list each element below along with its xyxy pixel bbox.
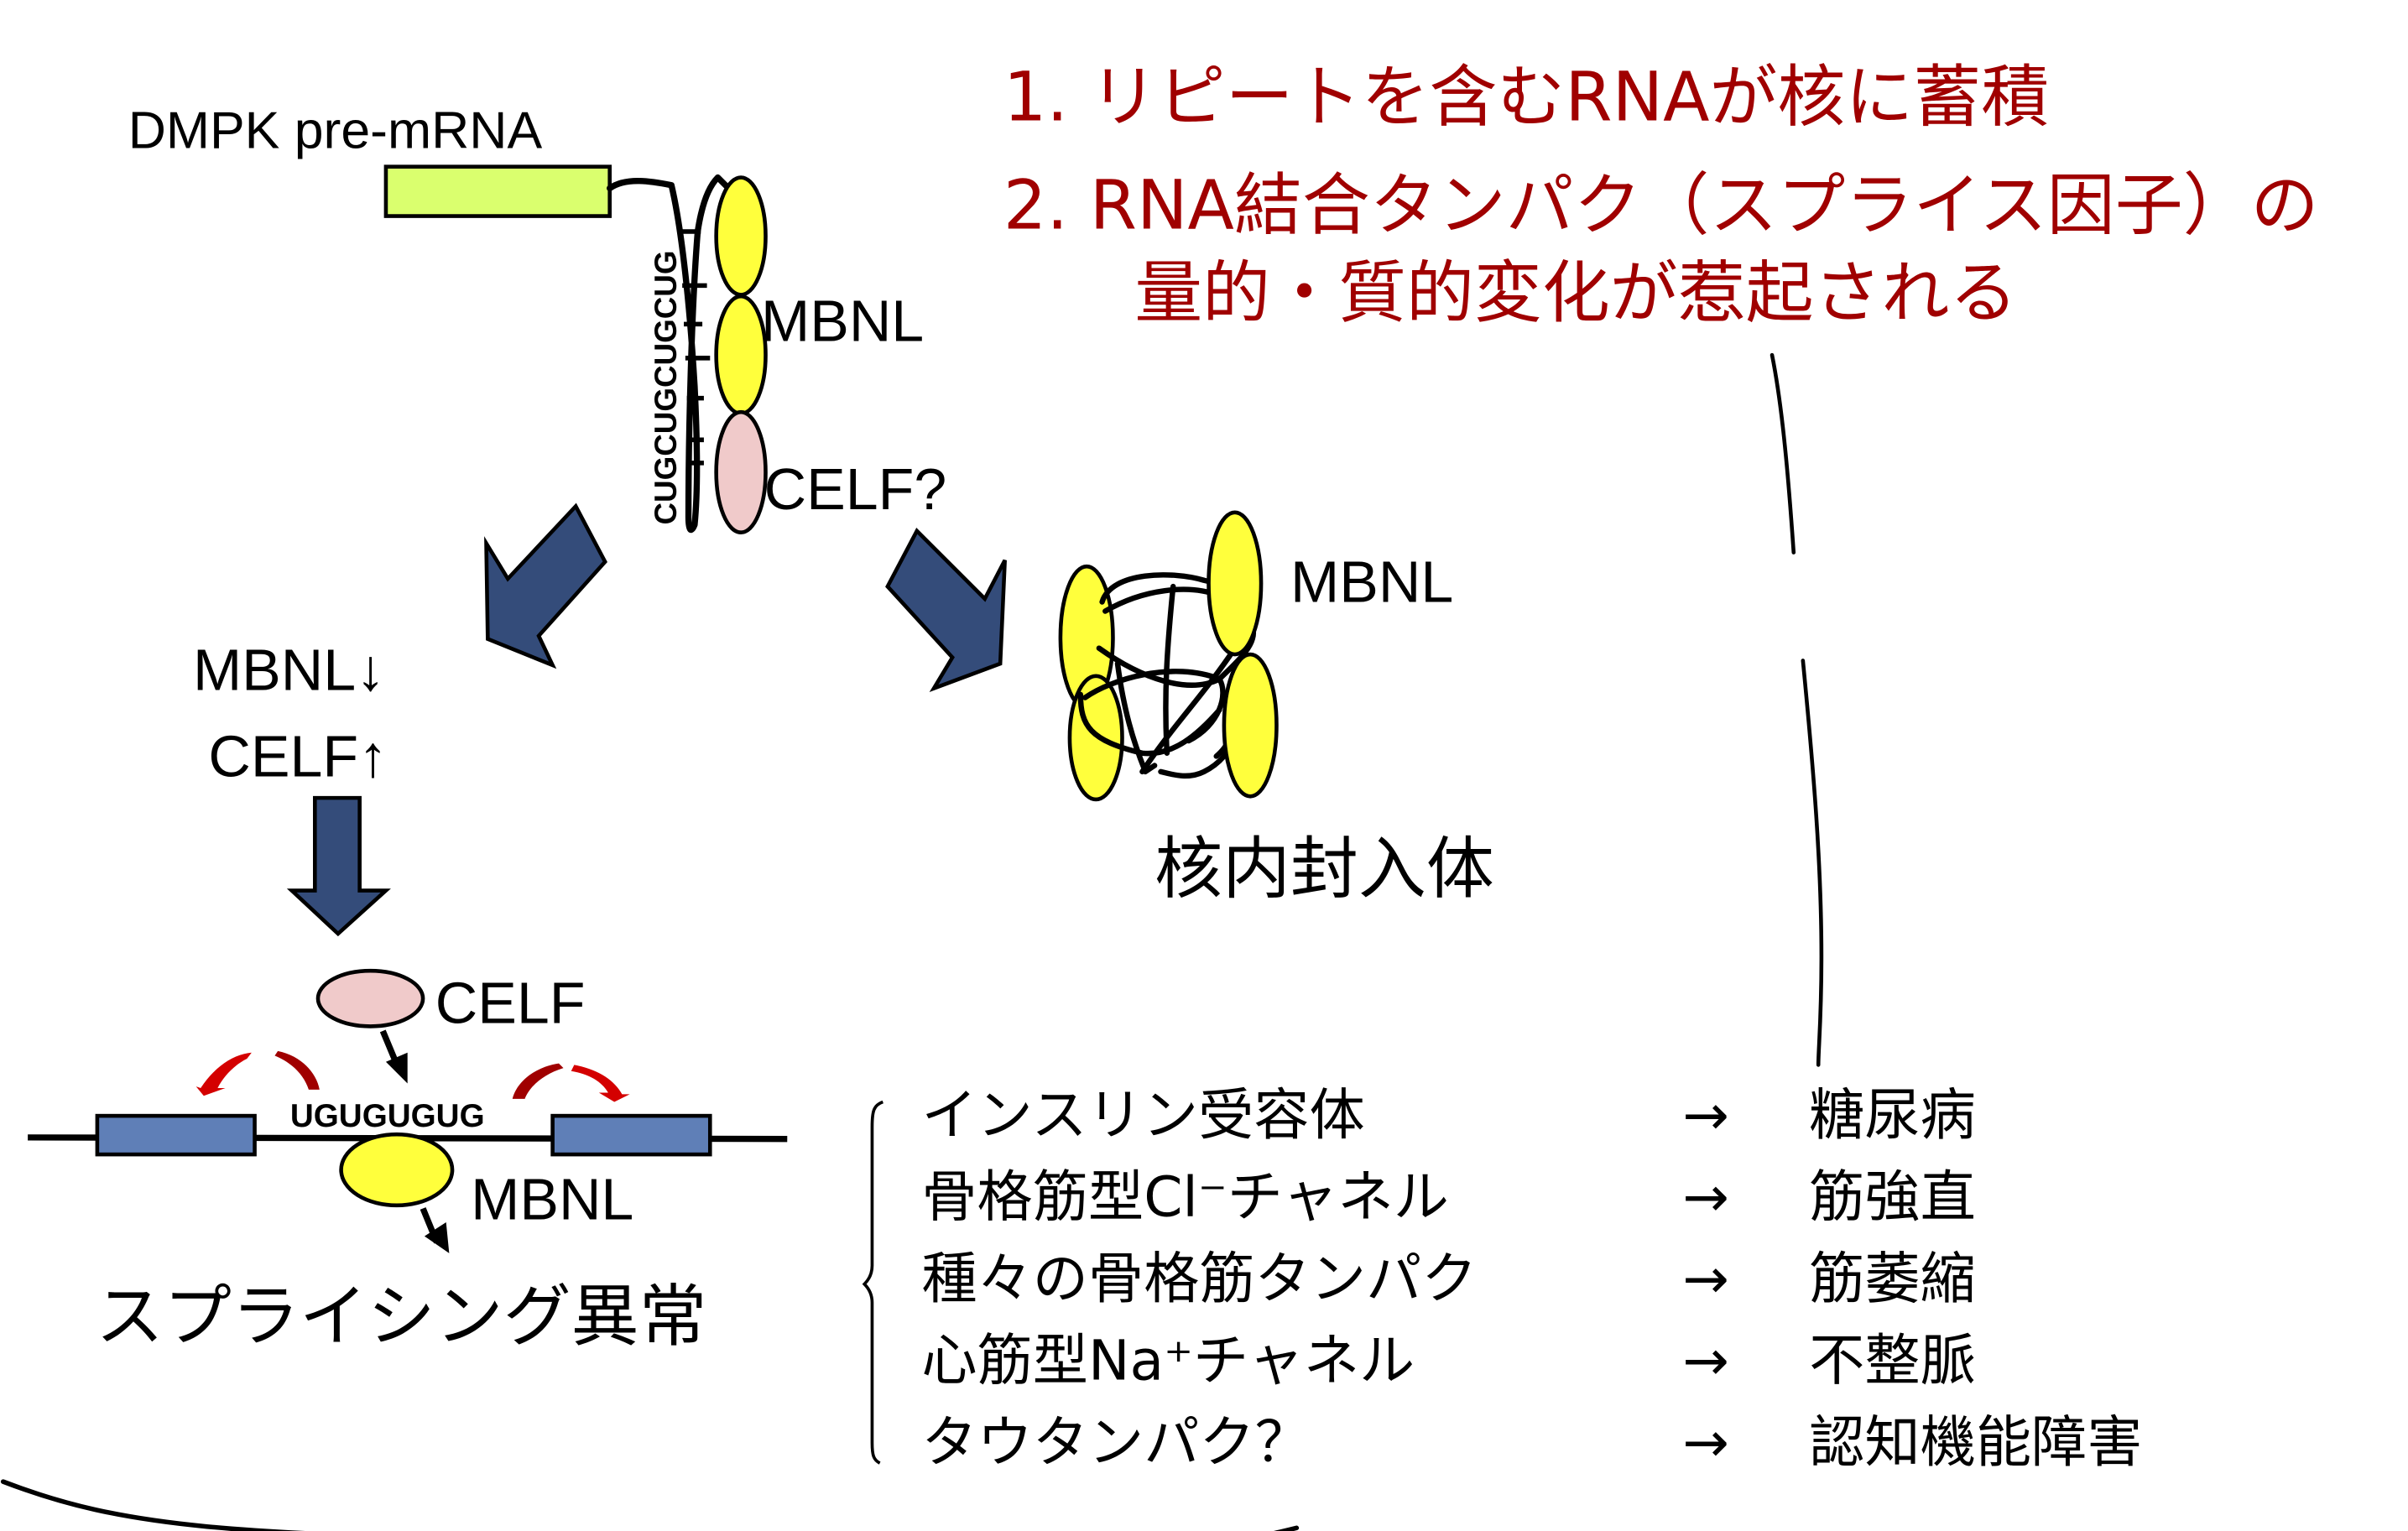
celf-increase-label: CELF↑ — [208, 723, 388, 789]
celf-protein-splice — [315, 968, 425, 1028]
header-points: 1. リピートを含むRNAが核に蓄積 2. RNA結合タンパク（スプライス因子）… — [1003, 58, 2319, 333]
premrna-label: DMPK pre-mRNA — [128, 102, 543, 160]
consequence-disease: 筋強直 — [1809, 1165, 1976, 1230]
consequence-arrow: → — [1682, 1329, 1728, 1393]
consequence-disease: 筋萎縮 — [1809, 1247, 1976, 1311]
divider-bottom-right — [1273, 1525, 1300, 1531]
hairpin-strand — [607, 174, 732, 534]
celf-action-arrowhead — [385, 1052, 408, 1084]
mbnl-label: MBNL — [761, 289, 924, 354]
divider-bottom-left — [0, 1479, 305, 1531]
intron-sequence: UGUGUGUG — [290, 1098, 485, 1134]
celf-protein — [714, 409, 768, 535]
premrna-hairpin: DMPK pre-mRNA CUGCUGCUGCUG MBNL CELF? — [128, 102, 947, 535]
arrow-to-splicing — [484, 503, 607, 669]
inclusion-body-label: 核内封入体 — [1154, 830, 1494, 909]
consequence-arrow: → — [1682, 1165, 1728, 1230]
splice-arrow-right-1 — [512, 1063, 564, 1099]
splicing-branch: MBNL↓ CELF↑ CELF UGUGUGUG MBNL スプライシング異常 — [28, 637, 788, 1357]
splicing-abnormality-label: スプライシング異常 — [96, 1278, 706, 1357]
consequence-target: 種々の骨格筋タンパク — [921, 1247, 1477, 1311]
header-point-1: 1. リピートを含むRNAが核に蓄積 — [1003, 58, 2049, 137]
consequence-target: タウタンパク？ — [921, 1410, 1311, 1475]
header-point-2-continued: 量的・質的変化が惹起される — [1134, 254, 2017, 333]
consequence-target: インスリン受容体 — [921, 1083, 1364, 1148]
mbnl-action-arrowhead — [424, 1222, 450, 1253]
consequence-target: 骨格筋型Cl⁻チャネル — [921, 1165, 1449, 1230]
arrow-down-to-splicing — [286, 795, 391, 937]
consequence-disease: 認知機能障害 — [1809, 1410, 2142, 1475]
celf-question-label: CELF? — [764, 456, 947, 522]
consequence-disease: 糖尿病 — [1809, 1083, 1976, 1148]
mbnl-protein-1 — [714, 175, 768, 297]
divider-right-lower — [1801, 659, 1824, 1067]
cluster-mbnl-label: MBNL — [1290, 549, 1453, 614]
mbnl-splice-label: MBNL — [471, 1166, 633, 1232]
nuclear-inclusion: MBNL 核内封入体 — [1058, 510, 1494, 909]
exon-right — [550, 1113, 712, 1157]
premrna-exon-box — [383, 164, 612, 218]
header-point-2: 2. RNA結合タンパク（スプライス因子）の — [1003, 166, 2319, 245]
list-brace — [862, 1100, 884, 1465]
mbnl-protein-2 — [714, 294, 768, 416]
consequence-arrow: → — [1682, 1410, 1728, 1475]
consequence-arrow: → — [1682, 1083, 1728, 1148]
exon-left — [95, 1113, 257, 1157]
mbnl-protein-splice — [339, 1132, 455, 1208]
splice-arrow-right-2 — [571, 1065, 630, 1102]
celf-splice-label: CELF — [435, 971, 586, 1036]
base-pair-ticks — [679, 229, 711, 466]
repeat-sequence: CUGCUGCUGCUG — [649, 251, 683, 525]
splice-arrow-left-1 — [195, 1052, 252, 1096]
consequence-target: 心筋型Na⁺チャネル — [921, 1329, 1415, 1393]
mbnl-cluster-protein-4 — [1222, 652, 1279, 799]
consequence-disease: 不整脈 — [1809, 1329, 1976, 1393]
divider-right-upper — [1770, 352, 1796, 555]
splice-arrow-left-2 — [274, 1050, 320, 1090]
consequence-arrow: → — [1682, 1247, 1728, 1311]
mbnl-cluster-protein-3 — [1207, 510, 1264, 657]
arrow-to-inclusion — [885, 528, 1007, 692]
mbnl-decrease-label: MBNL↓ — [193, 637, 385, 702]
